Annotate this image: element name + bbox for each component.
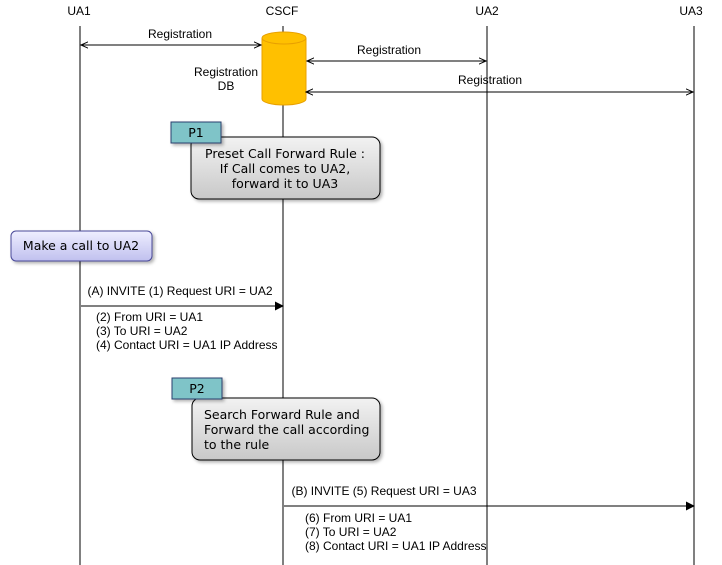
invite-a-title: (A) INVITE (1) Request URI = UA2 <box>87 284 272 298</box>
db-label-line2: DB <box>218 79 235 93</box>
invite-b-detail-1: (6) From URI = UA1 <box>305 511 412 525</box>
make-call-action-label: Make a call to UA2 <box>23 238 139 253</box>
tag-p1 <box>170 121 222 144</box>
participant-cscf-label: CSCF <box>266 4 299 18</box>
invite-a-detail-1: (2) From URI = UA1 <box>96 310 203 324</box>
make-call-action <box>10 230 153 262</box>
rule-box-p1-line2: If Call comes to UA2, <box>220 161 350 176</box>
rule-box-p2-line1: Search Forward Rule and <box>204 407 360 422</box>
invite-a-detail-3: (4) Contact URI = UA1 IP Address <box>96 338 278 352</box>
invite-a-detail-2: (3) To URI = UA2 <box>96 324 188 338</box>
rule-box-p1-line3: forward it to UA3 <box>232 176 338 191</box>
registration-label-ua1: Registration <box>148 27 212 41</box>
participant-ua2-label: UA2 <box>475 4 499 18</box>
participant-ua3-label: UA3 <box>679 4 703 18</box>
invite-b-detail-2: (7) To URI = UA2 <box>305 525 397 539</box>
rule-box-p2-line3: to the rule <box>204 437 270 452</box>
tag-p2 <box>171 377 223 400</box>
invite-b-detail-3: (8) Contact URI = UA1 IP Address <box>305 539 487 553</box>
rule-box-p1 <box>190 136 381 200</box>
invite-b-title: (B) INVITE (5) Request URI = UA3 <box>291 484 476 498</box>
registration-label-ua2: Registration <box>357 43 421 57</box>
participant-ua1-label: UA1 <box>67 4 91 18</box>
registration-label-ua3: Registration <box>458 73 522 87</box>
rule-box-p1-line1: Preset Call Forward Rule : <box>205 146 365 161</box>
tag-p1-label: P1 <box>188 125 204 140</box>
registration-db-icon <box>261 31 307 106</box>
db-label-line1: Registration <box>194 65 258 79</box>
rule-box-p2-line2: Forward the call according <box>204 422 369 437</box>
tag-p2-label: P2 <box>189 381 205 396</box>
rule-box-p2 <box>191 397 381 461</box>
